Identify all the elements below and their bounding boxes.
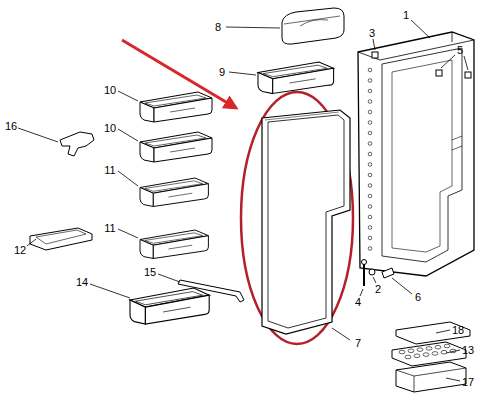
leader-lines xyxy=(18,20,468,381)
bin-bracket xyxy=(60,132,94,156)
door-hole xyxy=(368,205,372,209)
door-hole xyxy=(368,100,372,104)
egg-tray xyxy=(392,342,466,366)
egg-cup xyxy=(399,350,405,354)
callout-number: 2 xyxy=(375,284,381,295)
screw xyxy=(372,52,378,58)
callout-number: 16 xyxy=(5,121,17,132)
callout-number: 1 xyxy=(403,10,409,21)
door-bin xyxy=(140,132,212,162)
egg-cup xyxy=(432,352,438,356)
door-hole xyxy=(368,226,372,230)
callout-number: 4 xyxy=(355,297,361,308)
egg-tray-lid xyxy=(396,322,470,344)
bottom-bin xyxy=(130,288,209,324)
callout-number: 9 xyxy=(219,67,225,78)
stop xyxy=(382,268,394,278)
callout-number: 15 xyxy=(144,267,156,278)
door-hole xyxy=(368,215,372,219)
door-hole xyxy=(368,163,372,167)
washer xyxy=(369,269,375,275)
dairy-bin xyxy=(258,62,334,94)
callout-number: 12 xyxy=(14,245,26,256)
callout-number: 17 xyxy=(462,377,474,388)
callout-number: 11 xyxy=(104,223,115,234)
door-hole xyxy=(368,68,372,72)
callout-number: 6 xyxy=(415,292,421,303)
callout-number: 10 xyxy=(104,123,116,134)
egg-cup xyxy=(435,345,441,349)
callout-number: 5 xyxy=(457,45,463,56)
door-hole xyxy=(368,247,372,251)
door-hole xyxy=(368,142,372,146)
door-hole xyxy=(368,194,372,198)
callout-number: 13 xyxy=(462,345,474,356)
door-gasket xyxy=(262,110,350,334)
callout-number: 18 xyxy=(452,325,464,336)
door-hole xyxy=(368,236,372,240)
highlight-arrow xyxy=(122,40,236,108)
callout-number: 7 xyxy=(355,338,361,349)
refrigerator-door xyxy=(358,32,474,276)
highlight-ellipse xyxy=(241,92,353,344)
egg-cup xyxy=(423,353,429,357)
door-hole xyxy=(368,184,372,188)
door-bin xyxy=(140,92,212,122)
door-hole xyxy=(368,89,372,93)
egg-cup xyxy=(417,348,423,352)
egg-bin xyxy=(396,362,466,392)
flat-tray xyxy=(30,228,92,250)
egg-cup xyxy=(444,344,450,348)
dairy-cover xyxy=(282,8,344,44)
hinge-pin xyxy=(362,260,367,287)
callout-number: 11 xyxy=(104,165,115,176)
door-bin xyxy=(140,178,208,207)
door-bin xyxy=(140,230,208,259)
door-hole xyxy=(368,79,372,83)
door-hole xyxy=(368,121,372,125)
egg-cup xyxy=(441,350,447,354)
door-hole xyxy=(368,173,372,177)
callout-number: 14 xyxy=(76,277,88,288)
door-hole xyxy=(368,110,372,114)
door-hole xyxy=(368,131,372,135)
egg-cup xyxy=(408,349,414,353)
door-hole xyxy=(368,152,372,156)
egg-cup xyxy=(405,355,411,359)
screw xyxy=(436,70,471,78)
egg-cup xyxy=(426,347,432,351)
callout-number: 8 xyxy=(215,22,221,33)
callout-number: 10 xyxy=(104,85,116,96)
callout-number: 3 xyxy=(369,28,375,39)
egg-cup xyxy=(414,354,420,358)
